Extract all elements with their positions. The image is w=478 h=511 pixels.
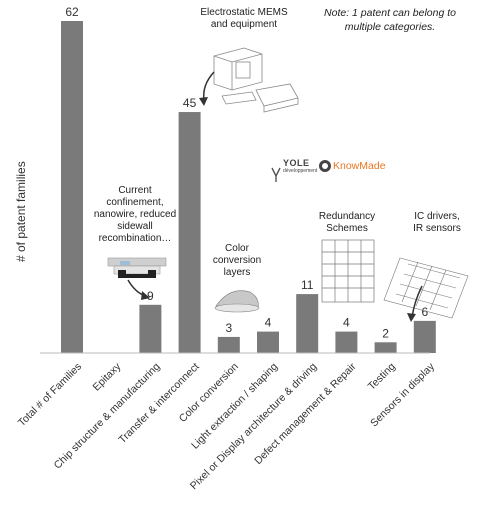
color-caption-line-3: layers (223, 267, 251, 278)
bar-9 (374, 342, 397, 353)
redundancy-caption-line-1: Redundancy (318, 211, 376, 222)
note-line-2: multiple categories. (344, 21, 436, 33)
bar-6 (257, 331, 279, 353)
value-label-10: 6 (421, 305, 428, 319)
category-label-1: Total # of Families (16, 361, 84, 429)
note-annotation: Note: 1 patent can belong to multiple ca… (310, 6, 470, 34)
bars-group (61, 21, 436, 353)
mems-equipment-drawing (213, 47, 299, 113)
y-axis-label: # of patent families (14, 161, 28, 262)
mems-caption-line-2: and equipment (210, 19, 278, 30)
yole-logo-text: YOLE (283, 158, 310, 168)
chip-caption-line-5: recombination… (98, 233, 172, 244)
bar-1 (61, 21, 83, 353)
yole-logo: YOLE développement (283, 158, 317, 174)
value-labels-group: 62 9 45 3 4 11 4 2 6 (65, 5, 428, 340)
category-label-2: Epitaxy (90, 360, 123, 393)
mems-caption: Electrostatic MEMS and equipment (196, 7, 292, 31)
chip-caption: Current confinement, nanowire, reduced s… (82, 185, 188, 245)
mems-arrow (199, 71, 215, 106)
color-conversion-dome-drawing (214, 290, 260, 313)
color-caption-line-2: conversion (212, 255, 262, 266)
chip-caption-line-4: sidewall (117, 221, 153, 232)
chip-caption-line-2: confinement, (106, 197, 164, 208)
value-label-9: 2 (382, 326, 389, 340)
bar-4 (178, 112, 201, 353)
yole-logo-subtext: développement (283, 168, 318, 174)
ic-caption-line-2: IR sensors (413, 223, 461, 234)
value-label-5: 3 (225, 321, 232, 335)
note-line-1: Note: 1 patent can belong to (324, 7, 456, 19)
value-label-4: 45 (183, 96, 197, 110)
mems-caption-line-1: Electrostatic MEMS (200, 7, 288, 18)
chip-caption-line-3: nanowire, reduced (93, 209, 177, 220)
yole-logo-mark (271, 167, 281, 182)
knowmade-logo-text: KnowMade (333, 160, 386, 172)
color-caption-line-1: Color (225, 243, 249, 254)
value-label-1: 62 (65, 5, 79, 19)
value-label-7: 11 (301, 278, 314, 292)
value-label-8: 4 (343, 316, 350, 330)
sensor-array-drawing (383, 257, 469, 319)
chip-structure-drawing (107, 257, 167, 278)
redundancy-caption-line-2: Schemes (326, 223, 368, 234)
value-label-6: 4 (265, 316, 272, 330)
knowmade-logo-mark (319, 160, 331, 172)
redundancy-grid-drawing (321, 239, 375, 303)
color-caption: Color conversion layers (204, 243, 270, 279)
category-label-9: Testing (366, 361, 398, 393)
bar-7 (296, 294, 319, 353)
redundancy-caption: Redundancy Schemes (314, 211, 380, 235)
ic-caption-line-1: IC drivers, (414, 211, 460, 222)
ic-caption: IC drivers, IR sensors (404, 211, 470, 235)
chip-caption-line-1: Current (118, 185, 152, 196)
knowmade-logo: KnowMade (333, 160, 386, 172)
bar-10 (413, 320, 436, 353)
bar-5 (217, 336, 240, 353)
value-label-3: 9 (147, 289, 154, 303)
sensor-arrow (407, 285, 423, 322)
bar-3 (139, 304, 162, 353)
bar-8 (335, 331, 358, 353)
chip-arrow (127, 279, 150, 300)
